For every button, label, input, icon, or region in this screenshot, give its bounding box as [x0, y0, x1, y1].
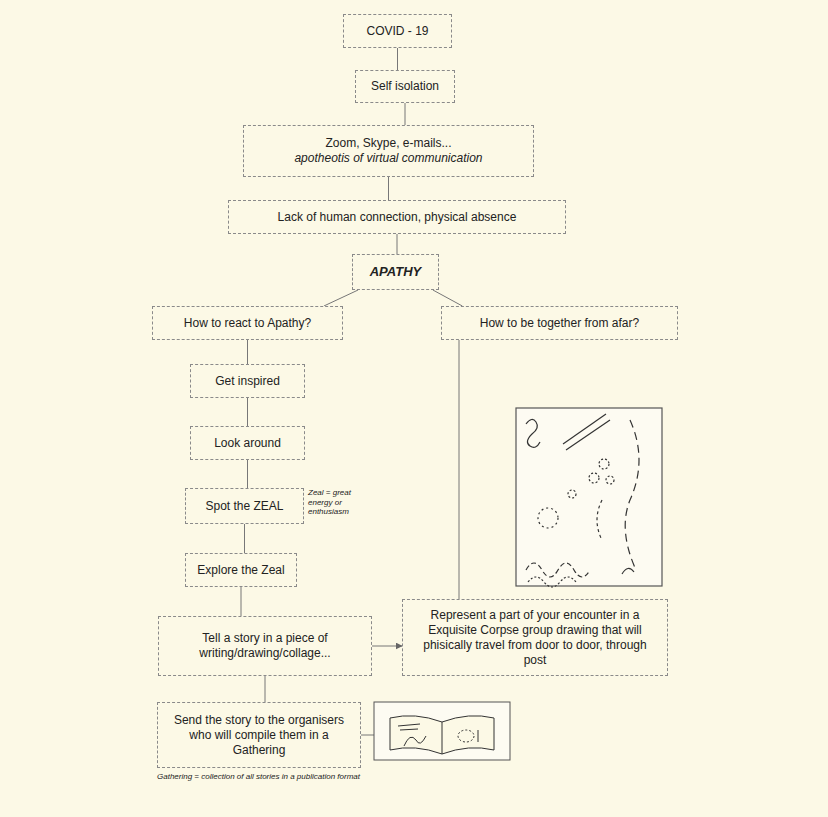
process-box: How to react to Apathy? [152, 306, 343, 340]
box-text: Explore the Zeal [197, 563, 284, 578]
connector-line [388, 177, 389, 200]
connector-line [397, 234, 398, 254]
process-box: COVID - 19 [343, 14, 452, 48]
connector-line [372, 646, 402, 647]
connector-line [247, 340, 248, 364]
connector-line [459, 340, 460, 599]
process-box: How to be together from afar? [441, 306, 678, 340]
box-text: APATHY [370, 264, 422, 280]
connector-line [324, 290, 358, 306]
box-text: How to react to Apathy? [184, 316, 311, 331]
box-text: Tell a story in a piece of writing/drawi… [167, 631, 363, 661]
process-box: Get inspired [190, 364, 305, 398]
box-text: Self isolation [371, 79, 439, 94]
exquisite-corpse-sketch [516, 408, 662, 587]
note-label: Zeal = great energy or enthusiasm [308, 488, 358, 517]
process-box: Self isolation [355, 70, 455, 103]
gathering-booklet [361, 702, 510, 760]
process-box: Lack of human connection, physical absen… [228, 200, 566, 234]
note-label: Gathering = collection of all stories in… [157, 772, 372, 782]
process-box: Explore the Zeal [185, 553, 297, 587]
process-box: Tell a story in a piece of writing/drawi… [158, 616, 372, 676]
box-text: Look around [214, 436, 281, 451]
connector-line [433, 290, 462, 306]
connector-line [247, 460, 248, 488]
connector-line [397, 48, 398, 70]
box-text: Lack of human connection, physical absen… [278, 210, 517, 225]
box-text: COVID - 19 [366, 24, 428, 39]
connector-line [244, 524, 245, 553]
box-text: Send the story to the organisers who wil… [166, 713, 352, 758]
process-box: APATHY [352, 254, 439, 290]
process-box: Represent a part of your encounter in a … [402, 599, 668, 676]
connector-line [265, 676, 266, 702]
box-text: Get inspired [215, 374, 280, 389]
process-box: Look around [190, 426, 305, 460]
connector-line [247, 398, 248, 426]
box-text: Spot the ZEAL [205, 499, 283, 514]
connector-line [241, 587, 242, 616]
process-box: Spot the ZEAL [185, 488, 304, 524]
process-box: Zoom, Skype, e-mails...apotheotis of vir… [243, 125, 534, 177]
box-text: Represent a part of your encounter in a … [411, 608, 659, 668]
connector-line [405, 103, 406, 125]
box-text: Zoom, Skype, e-mails... [325, 136, 451, 151]
box-text: How to be together from afar? [480, 316, 639, 331]
process-box: Send the story to the organisers who wil… [157, 702, 361, 768]
box-text: apotheotis of virtual communication [294, 151, 482, 166]
